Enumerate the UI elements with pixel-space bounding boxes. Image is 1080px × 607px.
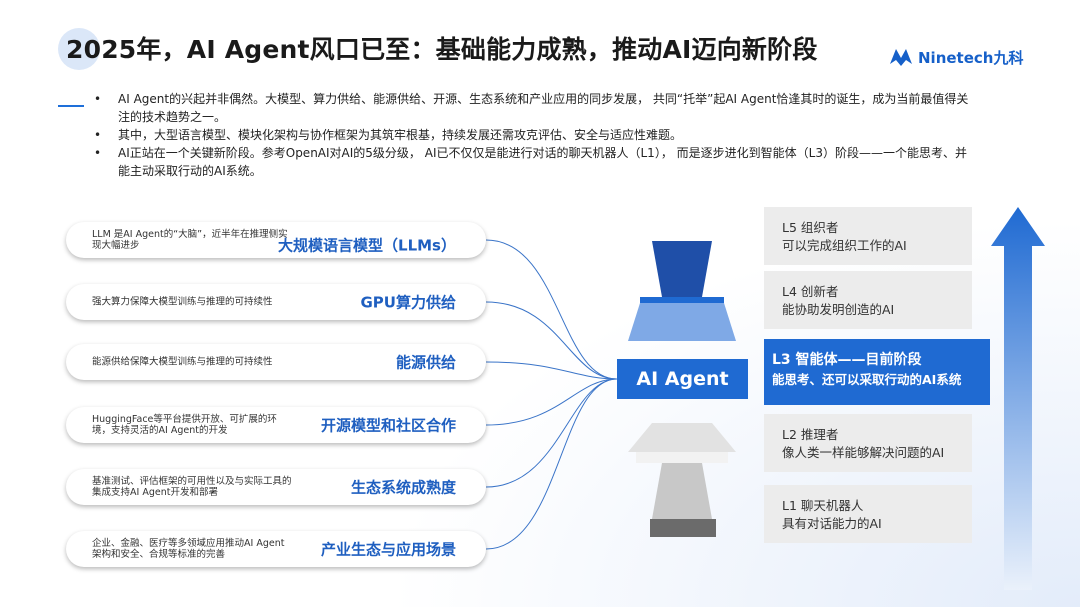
factor-description: HuggingFace等平台提供开放、可扩展的环境，支持灵活的AI Agent的… — [92, 414, 277, 436]
level-box-l4: L4 创新者 能协助发明创造的AI — [764, 271, 972, 329]
brand-logo: Ninetech九科 — [888, 46, 1023, 68]
level-box-l2: L2 推理者 像人类一样能够解决问题的AI — [764, 414, 972, 472]
connector-line — [485, 378, 618, 488]
level-name: L3 智能体——目前阶段 — [772, 352, 922, 368]
level-description: 像人类一样能够解决问题的AI — [782, 445, 945, 460]
factor-name: GPU算力供给 — [360, 293, 457, 312]
factor-pill: 能源供给保障大模型训练与推理的可持续性 能源供给 — [66, 344, 486, 380]
lower-funnel-shape — [628, 423, 736, 537]
level-name: L2 推理者 — [782, 427, 839, 442]
factor-name: 大规模语言模型（LLMs） — [278, 236, 456, 255]
connector-line — [485, 239, 618, 380]
connector-line — [485, 301, 618, 380]
level-name: L5 组织者 — [782, 220, 839, 235]
factor-pill: 强大算力保障大模型训练与推理的可持续性 GPU算力供给 — [66, 284, 486, 320]
upper-funnel-shape — [628, 241, 736, 341]
factor-description: 企业、金融、医疗等多领域应用推动AI Agent架构和安全、合规等标准的完善 — [92, 538, 285, 560]
factor-pill: HuggingFace等平台提供开放、可扩展的环境，支持灵活的AI Agent的… — [66, 407, 486, 443]
factor-description: 能源供给保障大模型训练与推理的可持续性 — [92, 356, 273, 368]
bullet-item: 其中，大型语言模型、模块化架构与协作框架为其筑牢根基，持续发展还需攻克评估、安全… — [90, 126, 970, 144]
level-name: L4 创新者 — [782, 284, 839, 299]
level-description: 具有对话能力的AI — [782, 516, 882, 531]
page-title: 2025年，AI Agent风口已至：基础能力成熟，推动AI迈向新阶段 — [66, 35, 818, 64]
factor-description: LLM 是AI Agent的“大脑”，近半年在推理侧实现大幅进步 — [92, 229, 288, 251]
connector-line — [485, 361, 618, 380]
level-box-l5: L5 组织者 可以完成组织工作的AI — [764, 207, 972, 265]
bullet-item: AI正站在一个关键新阶段。参考OpenAI对AI的5级分级， AI已不仅仅是能进… — [90, 144, 970, 180]
connector-line — [485, 378, 618, 426]
level-description: 能思考、还可以采取行动的AI系统 — [772, 372, 962, 387]
factor-pill: LLM 是AI Agent的“大脑”，近半年在推理侧实现大幅进步 大规模语言模型… — [66, 222, 486, 258]
level-box-l1: L1 聊天机器人 具有对话能力的AI — [764, 485, 972, 543]
factor-name: 生态系统成熟度 — [350, 478, 456, 497]
bullet-item: AI Agent的兴起并非偶然。大模型、算力供给、能源供给、开源、生态系统和产业… — [90, 90, 970, 126]
bullet-list: AI Agent的兴起并非偶然。大模型、算力供给、能源供给、开源、生态系统和产业… — [90, 90, 970, 180]
brand-name: Ninetech九科 — [918, 48, 1024, 67]
factor-description: 基准测试、评估框架的可用性以及与实际工具的集成支持AI Agent开发和部署 — [92, 476, 292, 498]
upward-arrow-icon — [991, 207, 1045, 590]
ai-agent-label: AI Agent — [617, 359, 748, 399]
connector-lines — [485, 239, 618, 550]
level-box-l3-current: L3 智能体——目前阶段 能思考、还可以采取行动的AI系统 — [764, 339, 990, 405]
factor-name: 开源模型和社区合作 — [320, 416, 456, 435]
connector-line — [485, 378, 618, 550]
level-description: 能协助发明创造的AI — [782, 302, 895, 317]
level-description: 可以完成组织工作的AI — [782, 238, 907, 253]
factor-name: 能源供给 — [395, 353, 456, 372]
title-decoration-circle — [58, 28, 100, 70]
level-name: L1 聊天机器人 — [782, 498, 864, 513]
factor-pill: 基准测试、评估框架的可用性以及与实际工具的集成支持AI Agent开发和部署 生… — [66, 469, 486, 505]
factor-name: 产业生态与应用场景 — [320, 540, 456, 559]
factor-pill: 企业、金融、医疗等多领域应用推动AI Agent架构和安全、合规等标准的完善 产… — [66, 531, 486, 567]
accent-rule — [58, 105, 84, 107]
factor-description: 强大算力保障大模型训练与推理的可持续性 — [92, 296, 273, 308]
ninetech-logo-icon — [890, 49, 912, 66]
